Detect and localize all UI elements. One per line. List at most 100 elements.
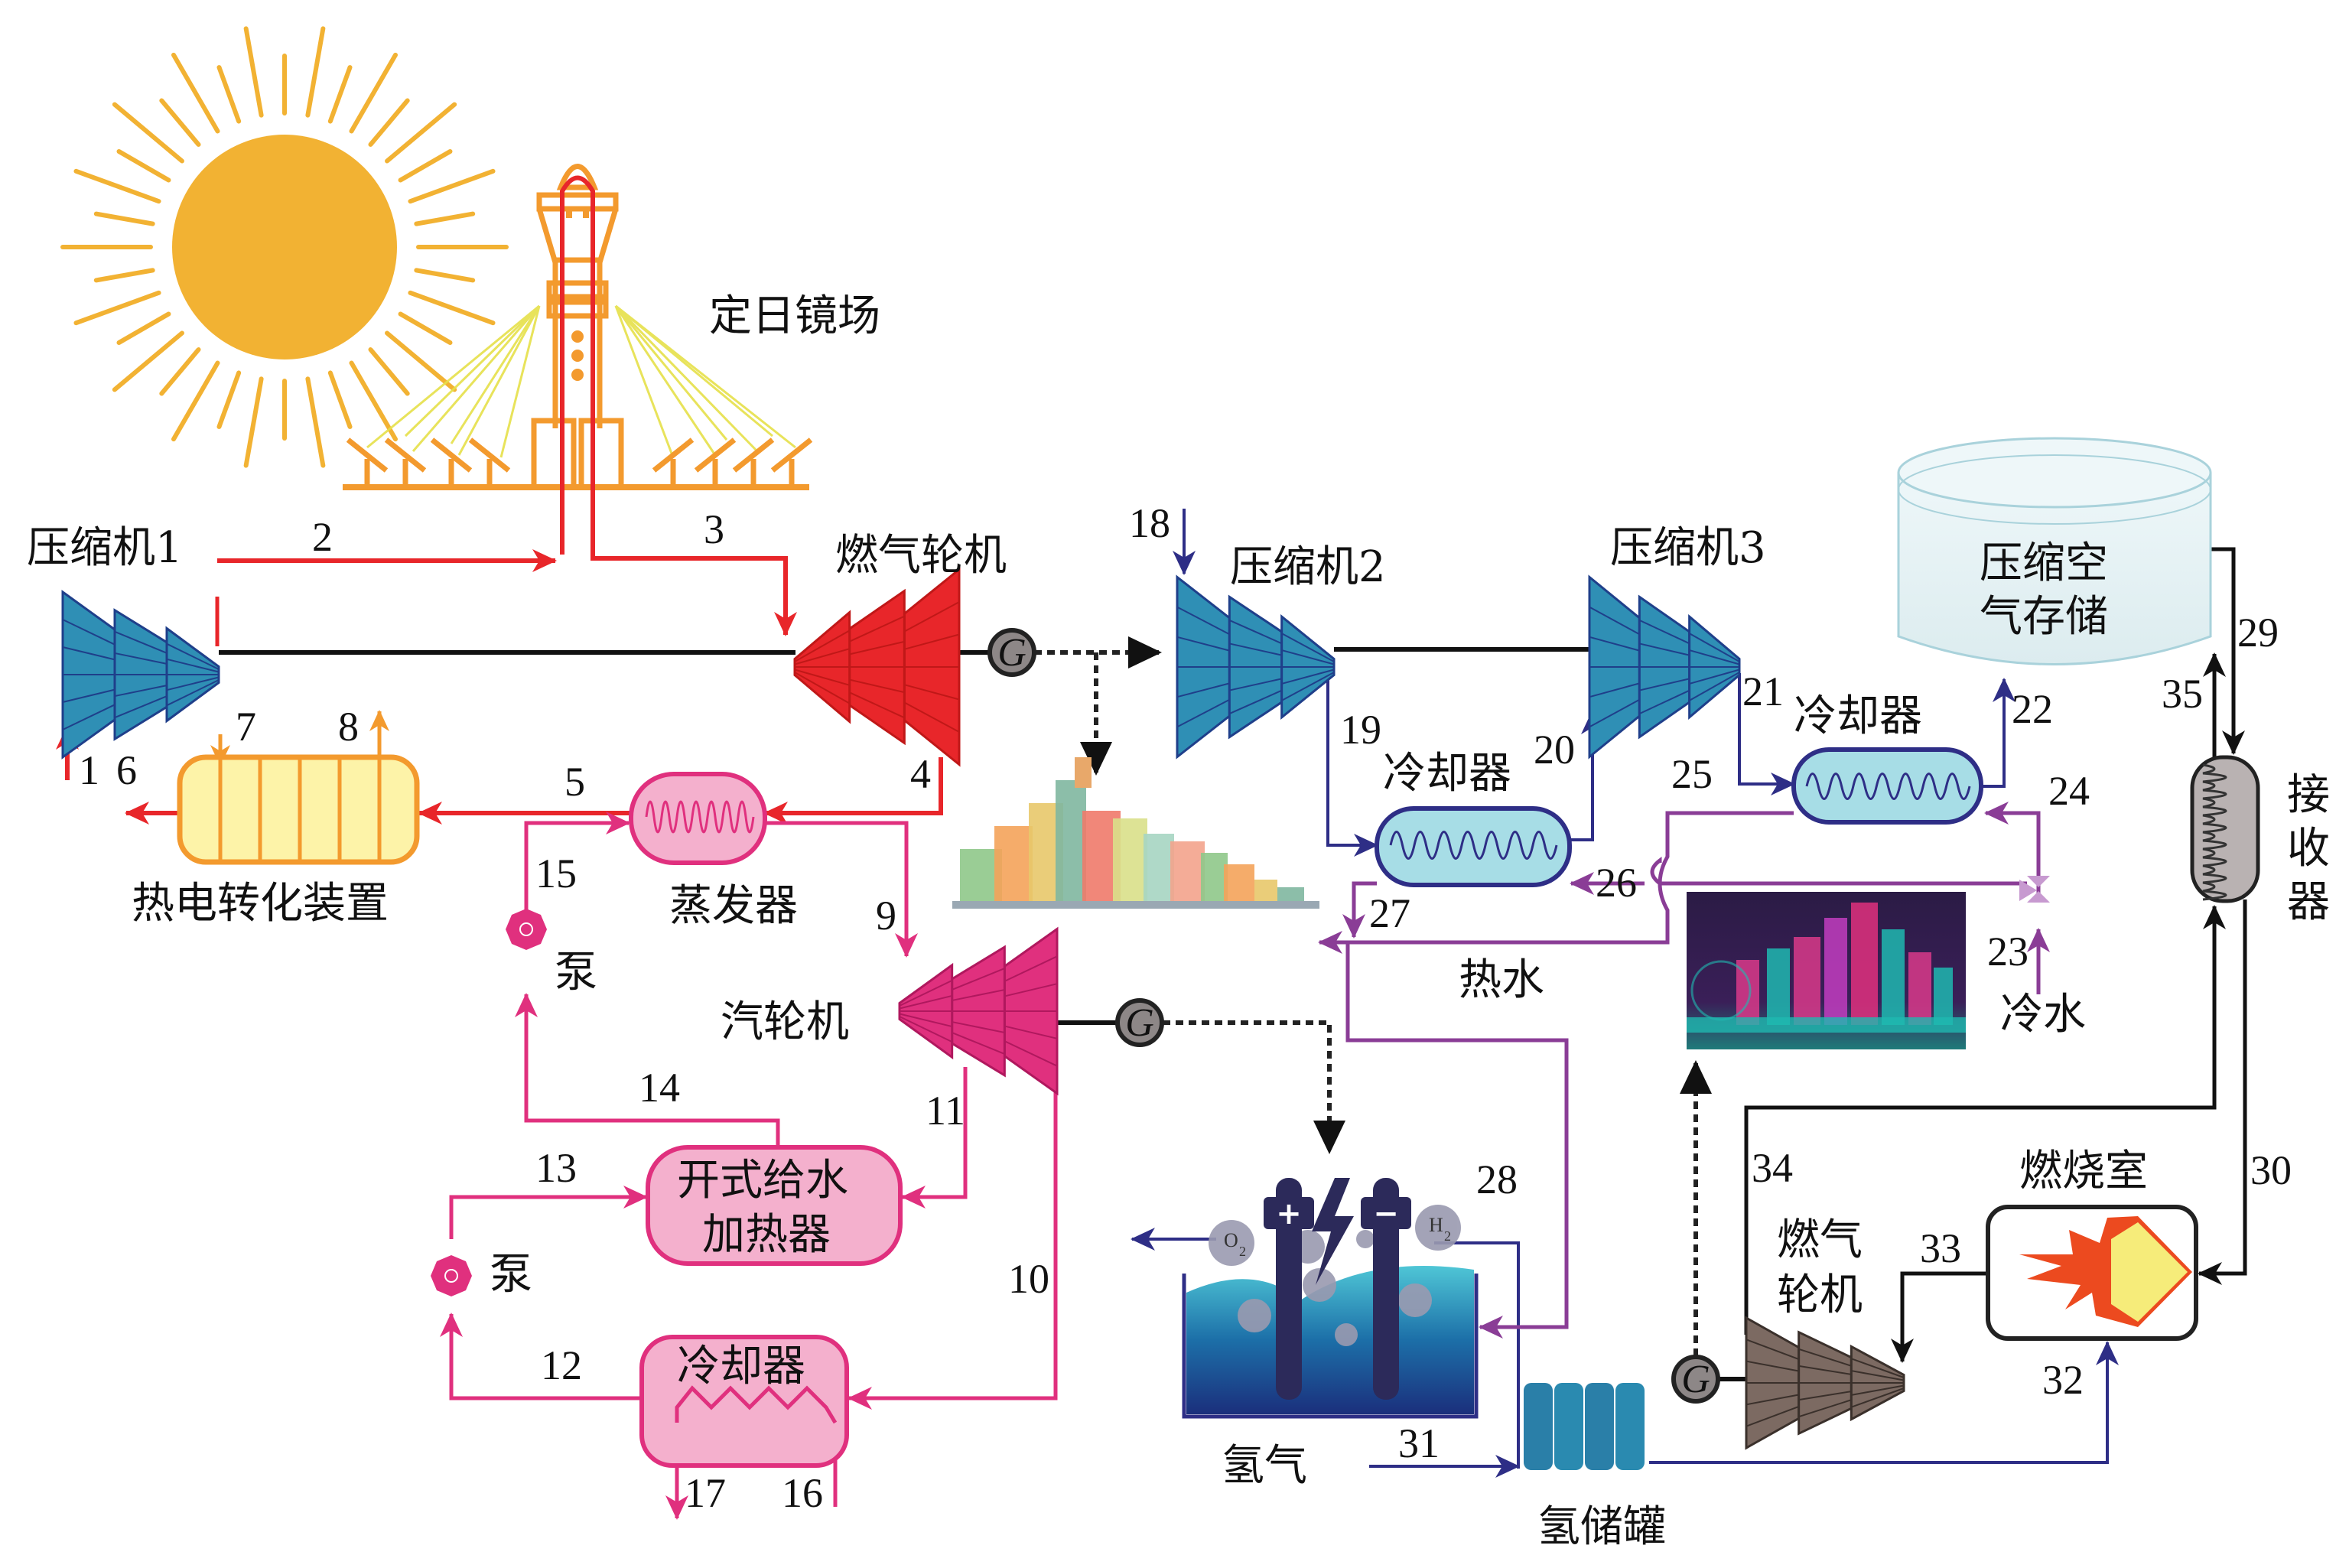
power-lines <box>1034 636 1712 1356</box>
h2-label: H <box>1429 1214 1443 1236</box>
caes-loop <box>1744 547 2247 1363</box>
receiver <box>2190 755 2260 903</box>
pump-top-label: 泵 <box>555 948 597 997</box>
sun-ray <box>93 211 155 226</box>
sun-ray <box>398 311 453 345</box>
o2-subscript: 2 <box>1239 1244 1246 1259</box>
stream-35: 35 <box>2162 671 2203 717</box>
thermoelectric-device <box>177 754 420 865</box>
compressor3-label: 压缩机3 <box>1610 523 1766 573</box>
svg-text:G: G <box>1681 1358 1710 1401</box>
condenser-cooler <box>639 1335 849 1468</box>
generator-3: G <box>1671 1355 1720 1404</box>
gas-turbine-2-label-2: 轮机 <box>1777 1270 1863 1320</box>
hydrogen-label: 氢气 <box>1222 1441 1307 1491</box>
receiver-label-2: 收 <box>2287 824 2330 873</box>
sun-ray <box>73 168 161 204</box>
sun-ray <box>349 360 398 442</box>
solar-tower-icon <box>343 164 813 490</box>
svg-text:G: G <box>1125 1001 1154 1045</box>
night-building <box>1824 918 1847 1025</box>
stream-8: 8 <box>338 704 359 750</box>
hydrogen-storage-tanks <box>1524 1383 1645 1470</box>
sun-ray <box>216 65 242 124</box>
night-building <box>1736 960 1759 1025</box>
compressor2-label: 压缩机2 <box>1230 542 1386 592</box>
air-loop <box>1131 509 2119 1478</box>
stream-3: 3 <box>704 506 724 552</box>
sun-ray <box>159 347 201 396</box>
sun-ray <box>327 65 353 124</box>
night-city-icon <box>1687 892 1966 1049</box>
sun-ray <box>93 268 155 283</box>
compressor-2 <box>1176 574 1336 760</box>
feedwater-heater <box>646 1145 903 1266</box>
aftercooler-b <box>1791 747 1983 825</box>
steam-turbine <box>898 926 1059 1096</box>
stream-13: 13 <box>535 1145 577 1191</box>
compressor-3 <box>1588 574 1741 760</box>
cooler-b-label: 冷却器 <box>1794 691 1922 741</box>
stream-19: 19 <box>1340 707 1381 753</box>
cooler-bottom-label: 冷却器 <box>677 1342 805 1391</box>
day-city-icon <box>952 757 1319 909</box>
stream-7: 7 <box>236 704 256 750</box>
water-loop <box>1318 802 2050 1339</box>
stream-32: 32 <box>2042 1357 2084 1403</box>
stream-29: 29 <box>2237 610 2279 656</box>
feedwater-heater-label-2: 加热器 <box>702 1210 831 1260</box>
caes-label-2: 气存储 <box>1980 592 2108 642</box>
pump-top <box>506 909 547 950</box>
evaporator <box>629 772 767 865</box>
gas-turbine-label: 燃气轮机 <box>835 531 1007 581</box>
sun-ray <box>216 370 242 429</box>
stream-26: 26 <box>1596 860 1637 906</box>
h2-storage-label: 氢储罐 <box>1537 1502 1666 1552</box>
stream-17: 17 <box>685 1470 726 1516</box>
stream-2: 2 <box>312 514 333 560</box>
compressor1-label: 压缩机1 <box>27 523 183 573</box>
te-device-label: 热电转化装置 <box>132 879 389 929</box>
sun-ray <box>305 376 326 468</box>
sun-ray <box>171 360 220 442</box>
steam-loop <box>440 812 1058 1520</box>
building <box>1224 864 1254 907</box>
stream-22: 22 <box>2012 686 2053 732</box>
evaporator-label: 蒸发器 <box>669 881 798 931</box>
caes-label-1: 压缩空 <box>1980 538 2108 588</box>
anode-plus: + <box>1276 1196 1302 1231</box>
o2-label: O <box>1224 1229 1238 1251</box>
stream-12: 12 <box>541 1342 582 1388</box>
sun-ray <box>159 98 201 147</box>
steam-turbine-label: 汽轮机 <box>721 997 849 1047</box>
stream-6: 6 <box>116 747 137 793</box>
sun-ray <box>112 330 184 392</box>
sun-icon <box>60 26 509 468</box>
receiver-label-3: 器 <box>2287 877 2330 927</box>
pump-bottom <box>431 1255 472 1296</box>
combustor-label: 燃烧室 <box>2019 1147 2148 1196</box>
sun-ray <box>414 268 476 283</box>
sun-ray <box>398 149 453 183</box>
hot-water-label: 热水 <box>1459 955 1544 1005</box>
stream-23: 23 <box>1987 929 2029 974</box>
night-building <box>1767 948 1790 1025</box>
night-building <box>1908 952 1931 1025</box>
electrolyzer: + − O 2 H 2 <box>1182 1178 1479 1419</box>
sun-ray <box>73 290 161 326</box>
intercooler-a <box>1375 806 1572 887</box>
stream-14: 14 <box>639 1065 680 1111</box>
stream-4: 4 <box>910 751 931 797</box>
sun-ray <box>414 211 476 226</box>
stream-25: 25 <box>1671 751 1713 797</box>
sun-ray <box>408 168 496 204</box>
sun-ray <box>368 98 410 147</box>
building <box>1170 841 1205 907</box>
stream-24: 24 <box>2048 768 2090 814</box>
building <box>994 826 1033 907</box>
stream-34: 34 <box>1752 1145 1793 1191</box>
sun-ray <box>171 52 220 134</box>
night-building <box>1882 929 1905 1025</box>
sun-ray <box>243 26 264 118</box>
